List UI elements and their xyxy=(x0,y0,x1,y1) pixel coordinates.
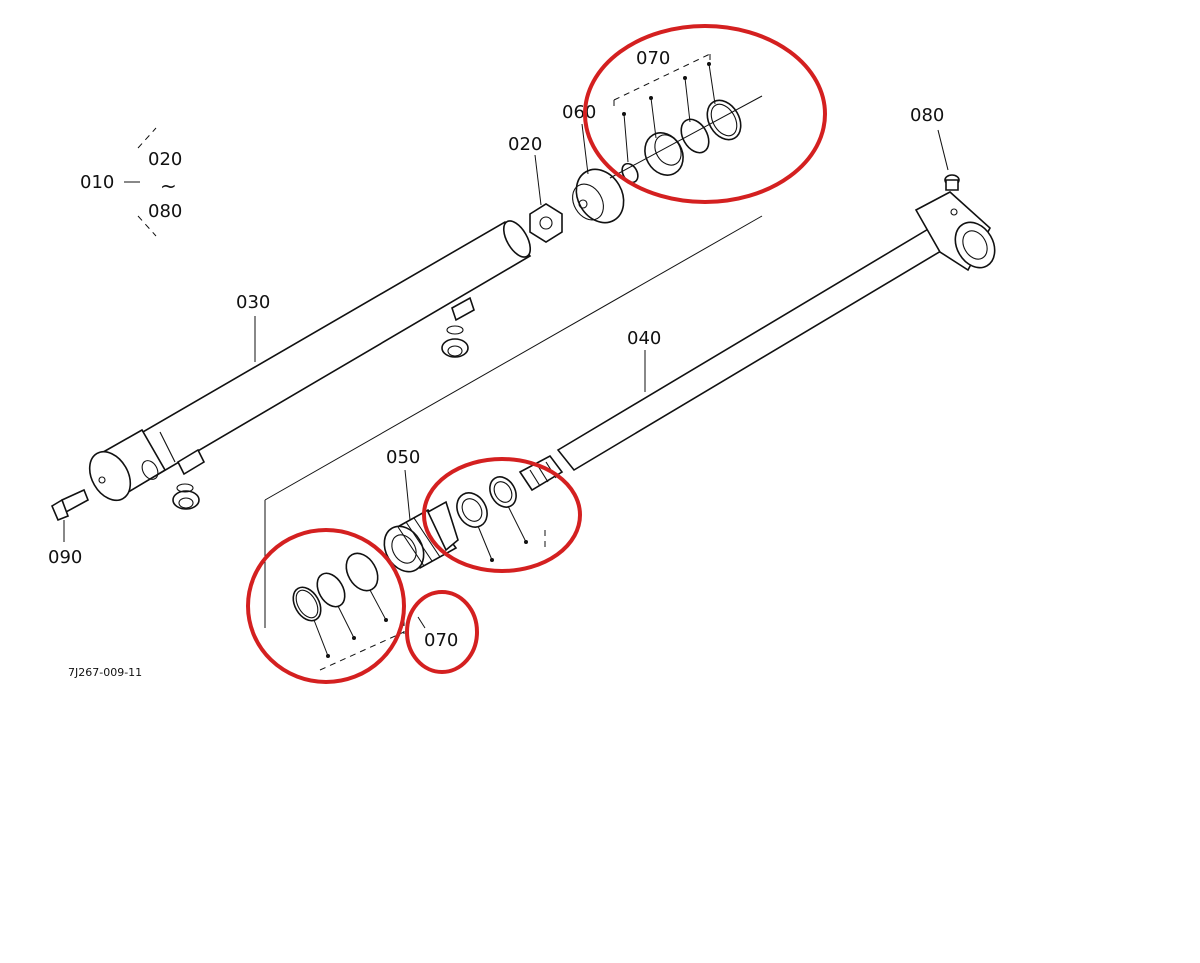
nut-020: 020 xyxy=(508,134,563,243)
highlight-rod-seals xyxy=(422,457,582,573)
highlight-top-seal-kit xyxy=(583,24,827,204)
highlight-label-070 xyxy=(405,590,479,674)
seal-set-piston-070 xyxy=(292,552,405,671)
assembly-outline: 070 xyxy=(264,95,763,651)
label-060: 060 xyxy=(562,102,596,123)
cylinder-tube-030: 030 xyxy=(88,220,532,510)
highlight-marks xyxy=(246,24,827,684)
drawing-code: 7J267-009-11 xyxy=(68,666,142,679)
highlight-piston-seals xyxy=(246,528,406,684)
label-010: 010 xyxy=(80,172,114,193)
label-080-range: 080 xyxy=(148,201,182,222)
label-050: 050 xyxy=(386,447,420,468)
label-range-tilde: ~ xyxy=(160,174,177,198)
label-070-top: 070 xyxy=(636,48,670,69)
range-callout: 010 020 ~ 080 xyxy=(80,127,182,237)
label-080: 080 xyxy=(910,105,944,126)
seal-set-rod-070 xyxy=(456,476,546,562)
label-090: 090 xyxy=(48,547,82,568)
gland-050: 050 xyxy=(383,447,459,573)
label-070-bottom: 070 xyxy=(424,630,458,651)
piston-rod-040: 040 xyxy=(518,191,996,492)
elbow-fitting-090: 090 xyxy=(48,488,90,568)
label-040: 040 xyxy=(627,328,661,349)
grease-nipple-080: 080 xyxy=(910,105,960,191)
label-030: 030 xyxy=(236,292,270,313)
label-020-range: 020 xyxy=(148,149,182,170)
piston-060: 060 xyxy=(562,102,625,224)
label-020: 020 xyxy=(508,134,542,155)
